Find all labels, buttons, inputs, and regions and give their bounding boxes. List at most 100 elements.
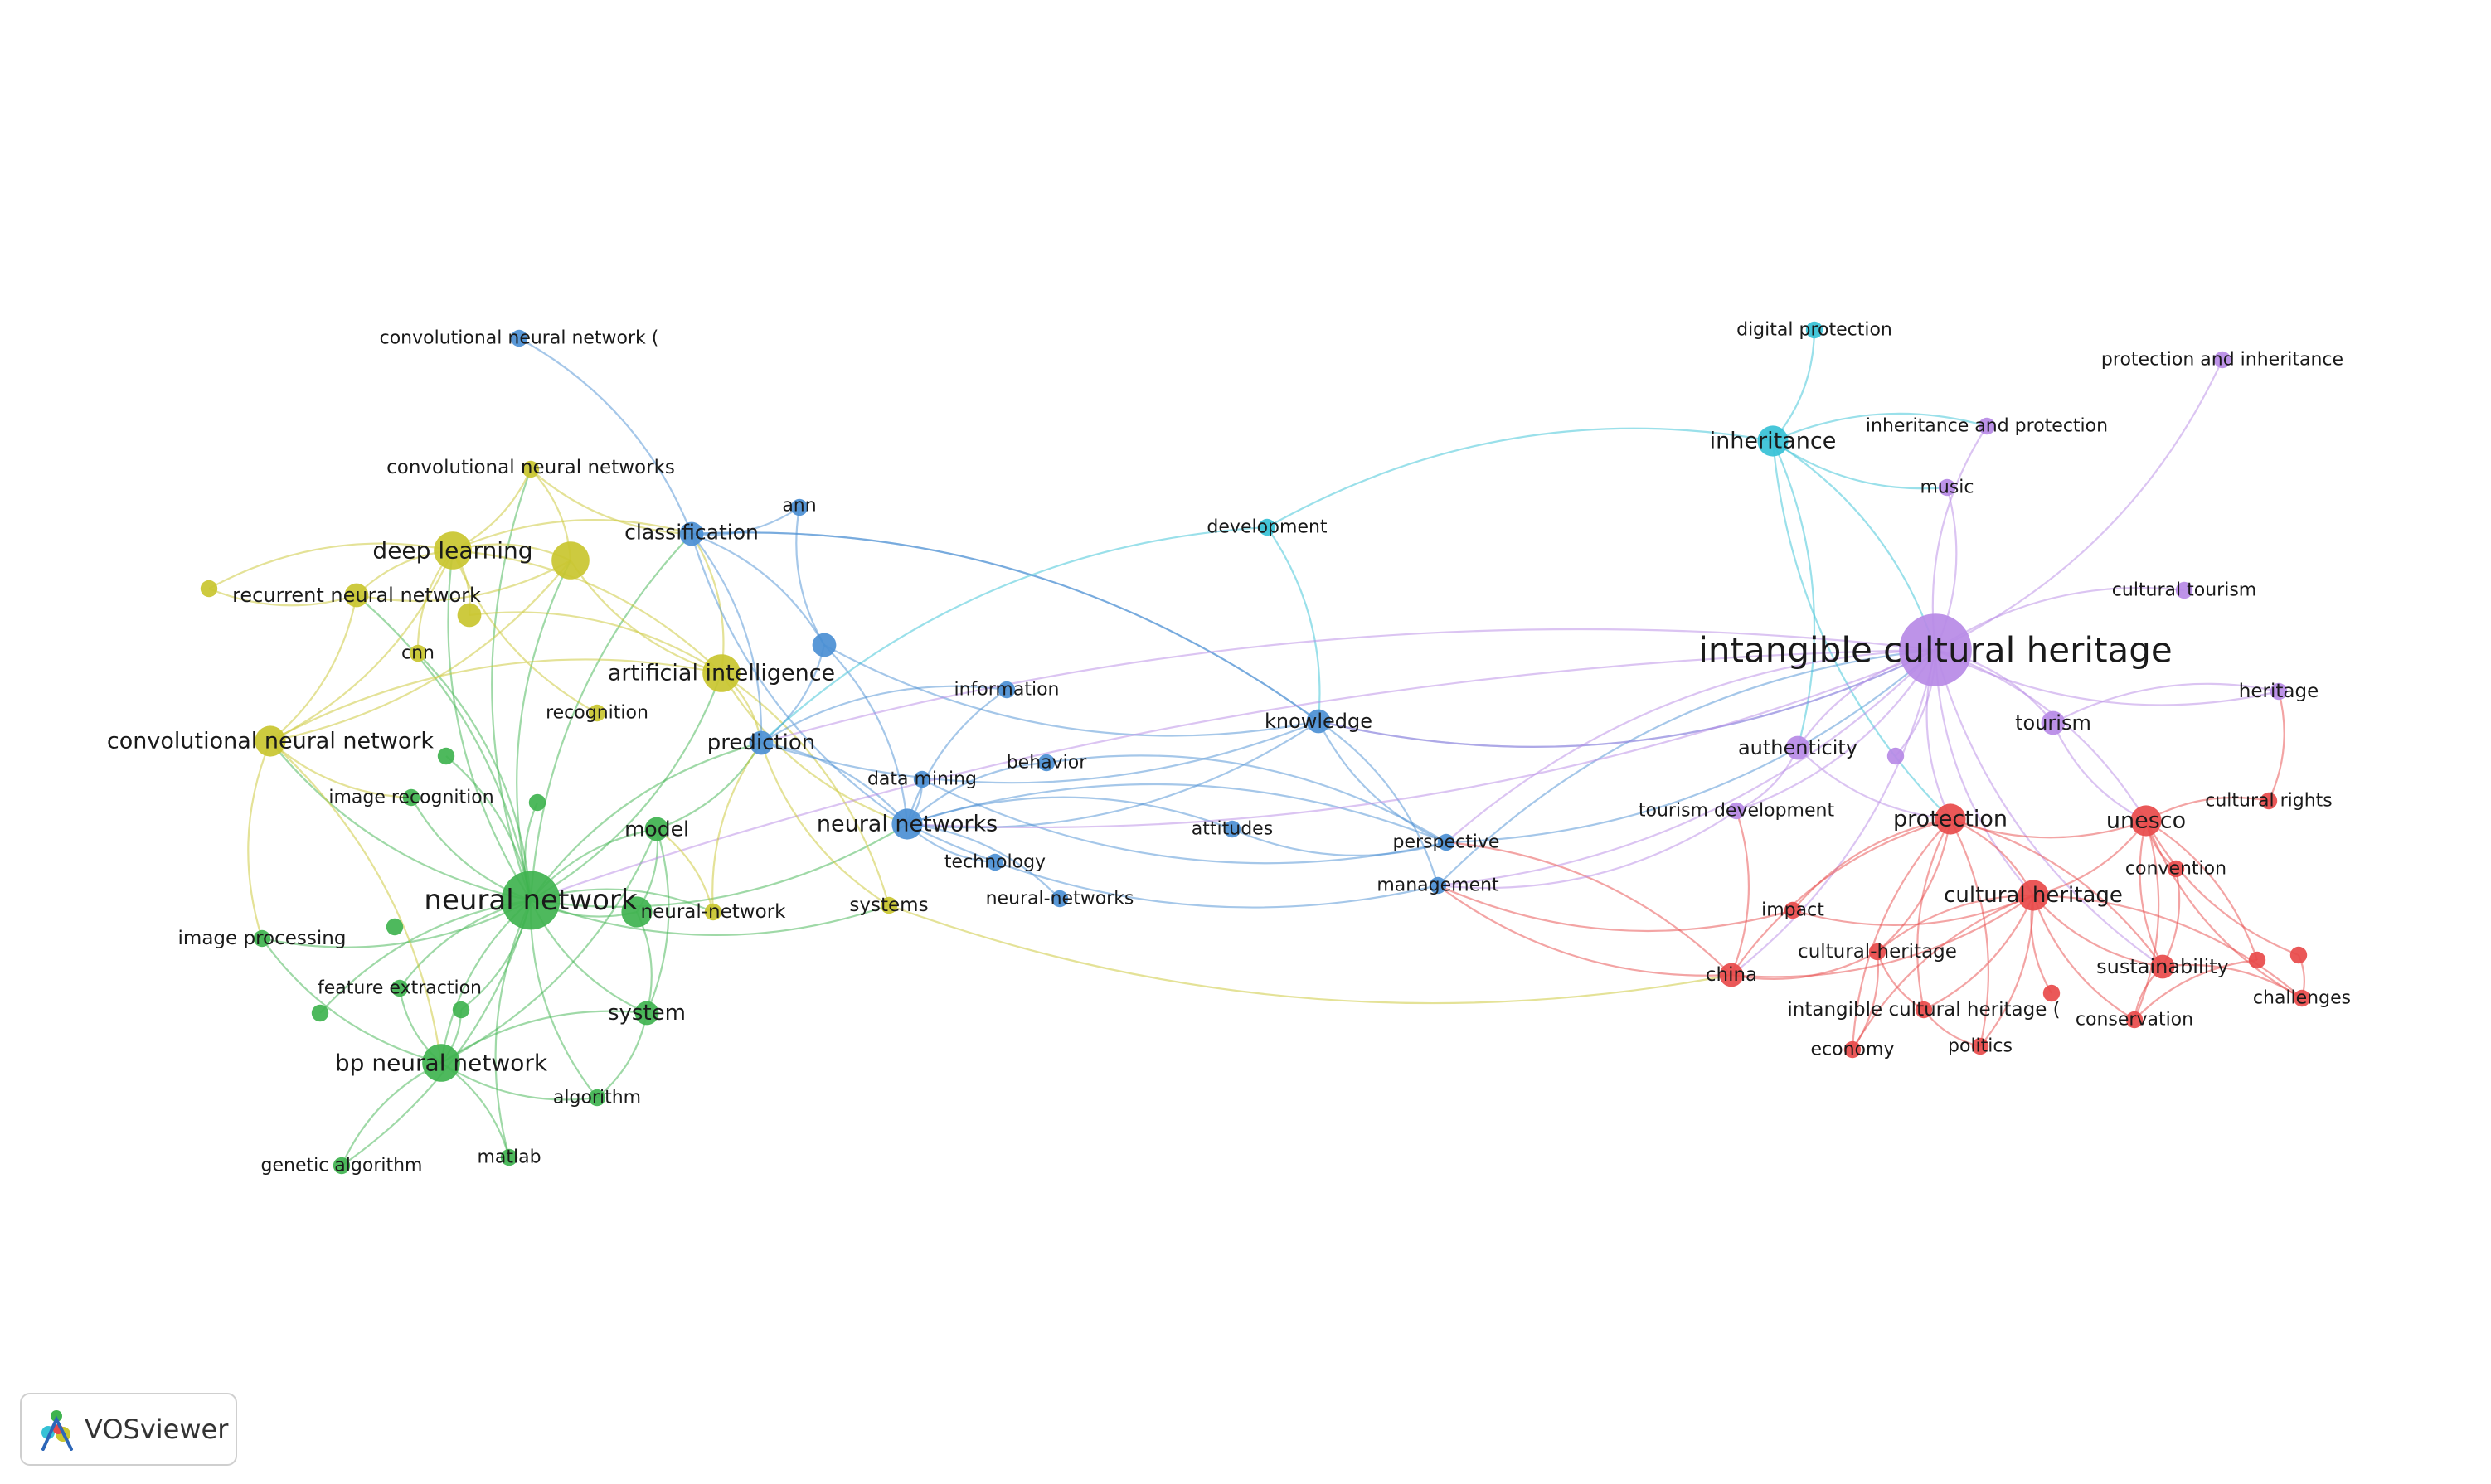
node-label-cultural-heritage[interactable]: cultural heritage [1944,883,2123,908]
node-cultural-tourism[interactable] [2175,581,2193,599]
node-label-music[interactable]: music [1920,478,1974,498]
node-label-politics[interactable]: politics [1948,1036,2013,1057]
node-china[interactable] [1719,963,1744,987]
node-systems[interactable] [880,896,898,914]
node-label-digital-protection[interactable]: digital protection [1736,320,1892,341]
node-convolutional-neural-network[interactable] [255,725,286,757]
node-perspective[interactable] [1437,833,1455,851]
node-unesco[interactable] [2130,805,2162,837]
node-deep-learning[interactable] [434,531,472,570]
node-cultural-heritage[interactable] [1868,943,1886,961]
node-label-cultural-rights[interactable]: cultural rights [2205,791,2333,812]
node-label-tourism-development[interactable]: tourism development [1639,801,1835,822]
node-label-conservation[interactable]: conservation [2076,1010,2193,1031]
node-unlabeled[interactable] [621,896,653,928]
node-label-cultural-tourism[interactable]: cultural tourism [2112,580,2256,601]
node-intangible-cultural-heritage[interactable] [1899,613,1972,686]
node-label-system[interactable]: system [608,1001,686,1026]
node-ann[interactable] [790,498,808,516]
node-label-algorithm[interactable]: algorithm [553,1088,641,1108]
node-development[interactable] [1258,518,1276,536]
node-bp-neural-network[interactable] [422,1044,460,1082]
node-protection-and-inheritance[interactable] [2213,351,2231,369]
node-label-inheritance[interactable]: inheritance [1710,429,1837,454]
node-label-neural-network[interactable]: neural network [424,884,637,917]
node-genetic-algorithm[interactable] [333,1157,351,1175]
node-label-technology[interactable]: technology [944,852,1046,873]
node-heritage[interactable] [2270,682,2288,701]
node-label-image-recognition[interactable]: image recognition [328,788,493,808]
node-sustainability[interactable] [2150,954,2175,979]
node-protection[interactable] [1935,803,1966,835]
node-label-recurrent-neural-network[interactable]: recurrent neural network [232,584,481,607]
node-label-feature-extraction[interactable]: feature extraction [318,978,482,999]
node-label-behavior[interactable]: behavior [1007,753,1088,774]
node-neural-network[interactable] [501,871,561,930]
node-label-intangible-cultural-heritage[interactable]: intangible cultural heritage ( [1787,999,2060,1021]
node-data-mining[interactable] [913,770,931,788]
node-label-convolutional-neural-network[interactable]: convolutional neural network ( [380,328,659,349]
node-behavior[interactable] [1037,754,1056,772]
node-label-protection-and-inheritance[interactable]: protection and inheritance [2101,350,2343,371]
node-cultural-heritage[interactable] [2018,880,2049,911]
node-unlabeled[interactable] [452,1001,470,1019]
node-convolutional-neural-network[interactable] [510,329,528,347]
node-label-model[interactable]: model [624,817,689,841]
node-label-artificial-intelligence[interactable]: artificial intelligence [608,661,835,686]
node-label-heritage[interactable]: heritage [2239,681,2319,702]
node-label-unesco[interactable]: unesco [2106,808,2186,834]
node-convention[interactable] [2167,860,2185,878]
node-label-bp-neural-network[interactable]: bp neural network [335,1050,548,1077]
node-model[interactable] [644,817,669,841]
node-knowledge[interactable] [1306,709,1331,734]
node-label-impact[interactable]: impact [1761,900,1824,921]
node-impact[interactable] [1784,901,1802,919]
node-label-convolutional-neural-networks[interactable]: convolutional neural networks [386,457,675,478]
node-recognition[interactable] [588,704,606,722]
node-label-tourism[interactable]: tourism [2015,711,2091,735]
node-unlabeled[interactable] [528,793,546,812]
node-neural-networks[interactable] [1051,890,1069,908]
node-label-prediction[interactable]: prediction [707,730,815,755]
node-technology[interactable] [986,853,1004,871]
node-intangible-cultural-heritage[interactable] [1915,1001,1933,1019]
node-label-classification[interactable]: classification [624,521,759,545]
node-label-cnn[interactable]: cnn [401,643,435,664]
node-unlabeled[interactable] [551,541,590,580]
node-feature-extraction[interactable] [391,979,409,997]
node-unlabeled[interactable] [2289,946,2308,964]
node-label-deep-learning[interactable]: deep learning [372,537,532,565]
node-digital-protection[interactable] [1805,321,1823,339]
node-label-authenticity[interactable]: authenticity [1738,736,1857,759]
node-label-recognition[interactable]: recognition [546,703,648,724]
node-unlabeled[interactable] [437,747,455,765]
node-label-attitudes[interactable]: attitudes [1192,819,1273,840]
node-system[interactable] [634,1001,659,1026]
node-unlabeled[interactable] [457,603,482,628]
node-cnn[interactable] [409,644,427,662]
node-algorithm[interactable] [588,1089,606,1107]
node-neural-network[interactable] [704,903,722,921]
node-economy[interactable] [1843,1040,1862,1059]
node-convolutional-neural-networks[interactable] [522,460,540,478]
node-unlabeled[interactable] [2042,984,2061,1002]
node-conservation[interactable] [2125,1011,2144,1029]
node-management[interactable] [1429,876,1447,895]
node-unlabeled[interactable] [1886,747,1905,765]
node-prediction[interactable] [749,730,774,755]
node-politics[interactable] [1971,1037,1989,1055]
node-label-knowledge[interactable]: knowledge [1265,710,1372,733]
node-recurrent-neural-network[interactable] [344,583,369,608]
node-label-intangible-cultural-heritage[interactable]: intangible cultural heritage [1698,630,2173,671]
node-music[interactable] [1938,478,1956,497]
node-attitudes[interactable] [1223,820,1241,838]
node-label-challenges[interactable]: challenges [2253,988,2351,1009]
node-label-inheritance-and-protection[interactable]: inheritance and protection [1866,416,2108,437]
node-image-processing[interactable] [253,929,271,948]
node-label-neural-networks[interactable]: neural networks [817,812,998,837]
node-unlabeled[interactable] [200,580,218,598]
node-label-convention[interactable]: convention [2125,859,2226,880]
node-classification[interactable] [679,521,704,546]
node-inheritance-and-protection[interactable] [1978,417,1996,435]
node-label-neural-networks[interactable]: neural-networks [986,889,1134,909]
